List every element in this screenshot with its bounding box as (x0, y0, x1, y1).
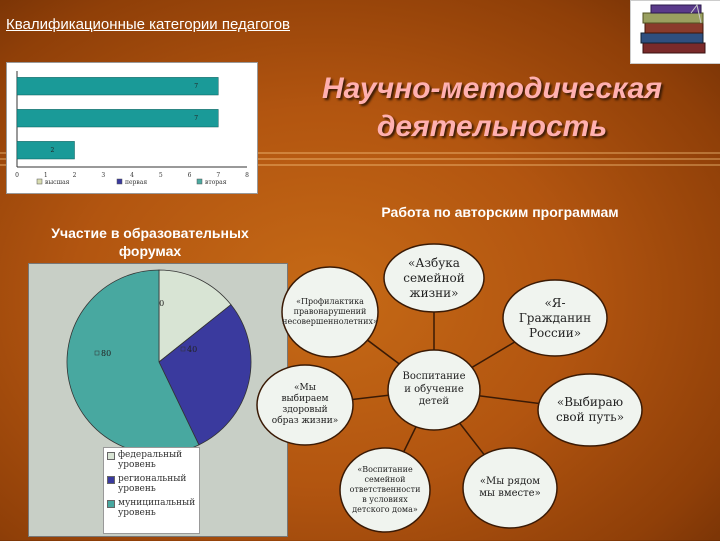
bar-legend-swatch (116, 178, 123, 185)
legend-swatch (107, 476, 115, 484)
x-tick-label: 5 (159, 172, 163, 179)
center-node: Воспитание и обучение детей (402, 371, 466, 408)
pie-label-marker (94, 350, 100, 356)
program-node: «Профилактика правонарушений несовершенн… (282, 297, 378, 326)
bar-value-label: 7 (194, 83, 198, 90)
x-tick-label: 4 (130, 172, 134, 179)
bar-value-label: 7 (194, 115, 198, 122)
program-node: «Азбука семейной жизни» (403, 255, 465, 300)
bar-legend-label: первая (125, 179, 147, 186)
legend-label: муниципальный уровень (118, 498, 196, 518)
bar (16, 77, 219, 96)
pie-legend-item: муниципальный уровень (104, 496, 199, 520)
pie-legend-item: региональный уровень (104, 472, 199, 496)
bar-legend-label: вторая (205, 179, 227, 186)
main-heading: Научно-методическая деятельность (321, 72, 663, 143)
bar-legend-swatch (36, 178, 43, 185)
pie-slice (158, 304, 252, 446)
x-tick-label: 2 (73, 172, 77, 179)
bar-legend-swatch (196, 178, 203, 185)
program-node: «Воспитание семейной ответственности в у… (349, 465, 421, 514)
x-tick-label: 8 (245, 172, 249, 179)
legend-swatch (107, 452, 115, 460)
pie-legend-item: федеральный уровень (104, 448, 199, 472)
bar-value-label: 2 (51, 147, 55, 154)
bar (16, 141, 75, 160)
program-node: «Я-Гражданин России» (518, 295, 592, 340)
x-tick-label: 3 (101, 172, 105, 179)
pie-slice (158, 269, 232, 363)
program-node: «Выбираю свой путь» (555, 395, 625, 424)
forums-title: Участие в образовательных форумах (51, 225, 249, 259)
books-illustration (630, 0, 720, 64)
x-tick-label: 1 (44, 172, 48, 179)
slide-title: Квалификационные категории педагогов (6, 16, 291, 33)
legend-swatch (107, 500, 115, 508)
program-node: «Мы рядом мы вместе» (479, 475, 541, 500)
bar-legend-label: высшая (45, 179, 70, 186)
bar (16, 109, 219, 128)
x-tick-label: 0 (15, 172, 19, 179)
legend-label: региональный уровень (118, 474, 187, 494)
x-tick-label: 7 (216, 172, 220, 179)
program-node: «Мы выбираем здоровый образ жизни» (271, 382, 339, 427)
pie-value-label: 80 (101, 349, 111, 358)
pie-legend: федеральный уровень региональный уровень… (103, 447, 200, 534)
x-tick-label: 6 (188, 172, 192, 179)
programs-title: Работа по авторским программам (381, 204, 619, 220)
pie-value-label: 40 (187, 345, 197, 354)
pie-label-marker (180, 346, 186, 352)
legend-label: федеральный уровень (118, 450, 183, 470)
